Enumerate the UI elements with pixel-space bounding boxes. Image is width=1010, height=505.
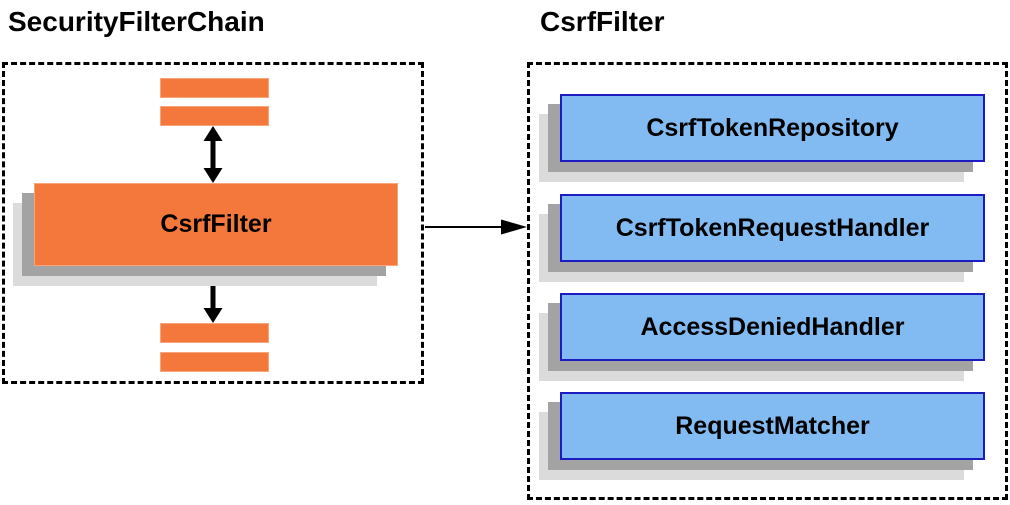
component-label: AccessDeniedHandler bbox=[640, 312, 905, 341]
csrf-filter-container bbox=[527, 62, 1008, 500]
right-panel-title: CsrfFilter bbox=[540, 6, 665, 37]
component-box-request-matcher: RequestMatcher bbox=[560, 392, 985, 460]
csrf-filter-box-label: CsrfFilter bbox=[160, 210, 272, 238]
component-box-csrf-token-repository: CsrfTokenRepository bbox=[560, 94, 985, 162]
csrf-filter-box: CsrfFilter bbox=[34, 183, 398, 266]
component-label: CsrfTokenRepository bbox=[646, 113, 899, 142]
filter-bar bbox=[160, 78, 269, 98]
filter-bar bbox=[160, 352, 269, 372]
up-down-arrow-icon bbox=[201, 126, 225, 183]
component-box-access-denied-handler: AccessDeniedHandler bbox=[560, 293, 985, 361]
left-panel-title: SecurityFilterChain bbox=[8, 6, 265, 37]
component-box-csrf-token-request-handler: CsrfTokenRequestHandler bbox=[560, 194, 985, 262]
component-label: CsrfTokenRequestHandler bbox=[615, 213, 930, 242]
filter-bar bbox=[160, 106, 269, 126]
right-arrow-icon bbox=[425, 218, 527, 236]
up-down-arrow-icon bbox=[201, 266, 225, 323]
security-filter-chain-container bbox=[2, 62, 424, 384]
filter-bar bbox=[160, 323, 269, 343]
component-label: RequestMatcher bbox=[675, 411, 870, 440]
